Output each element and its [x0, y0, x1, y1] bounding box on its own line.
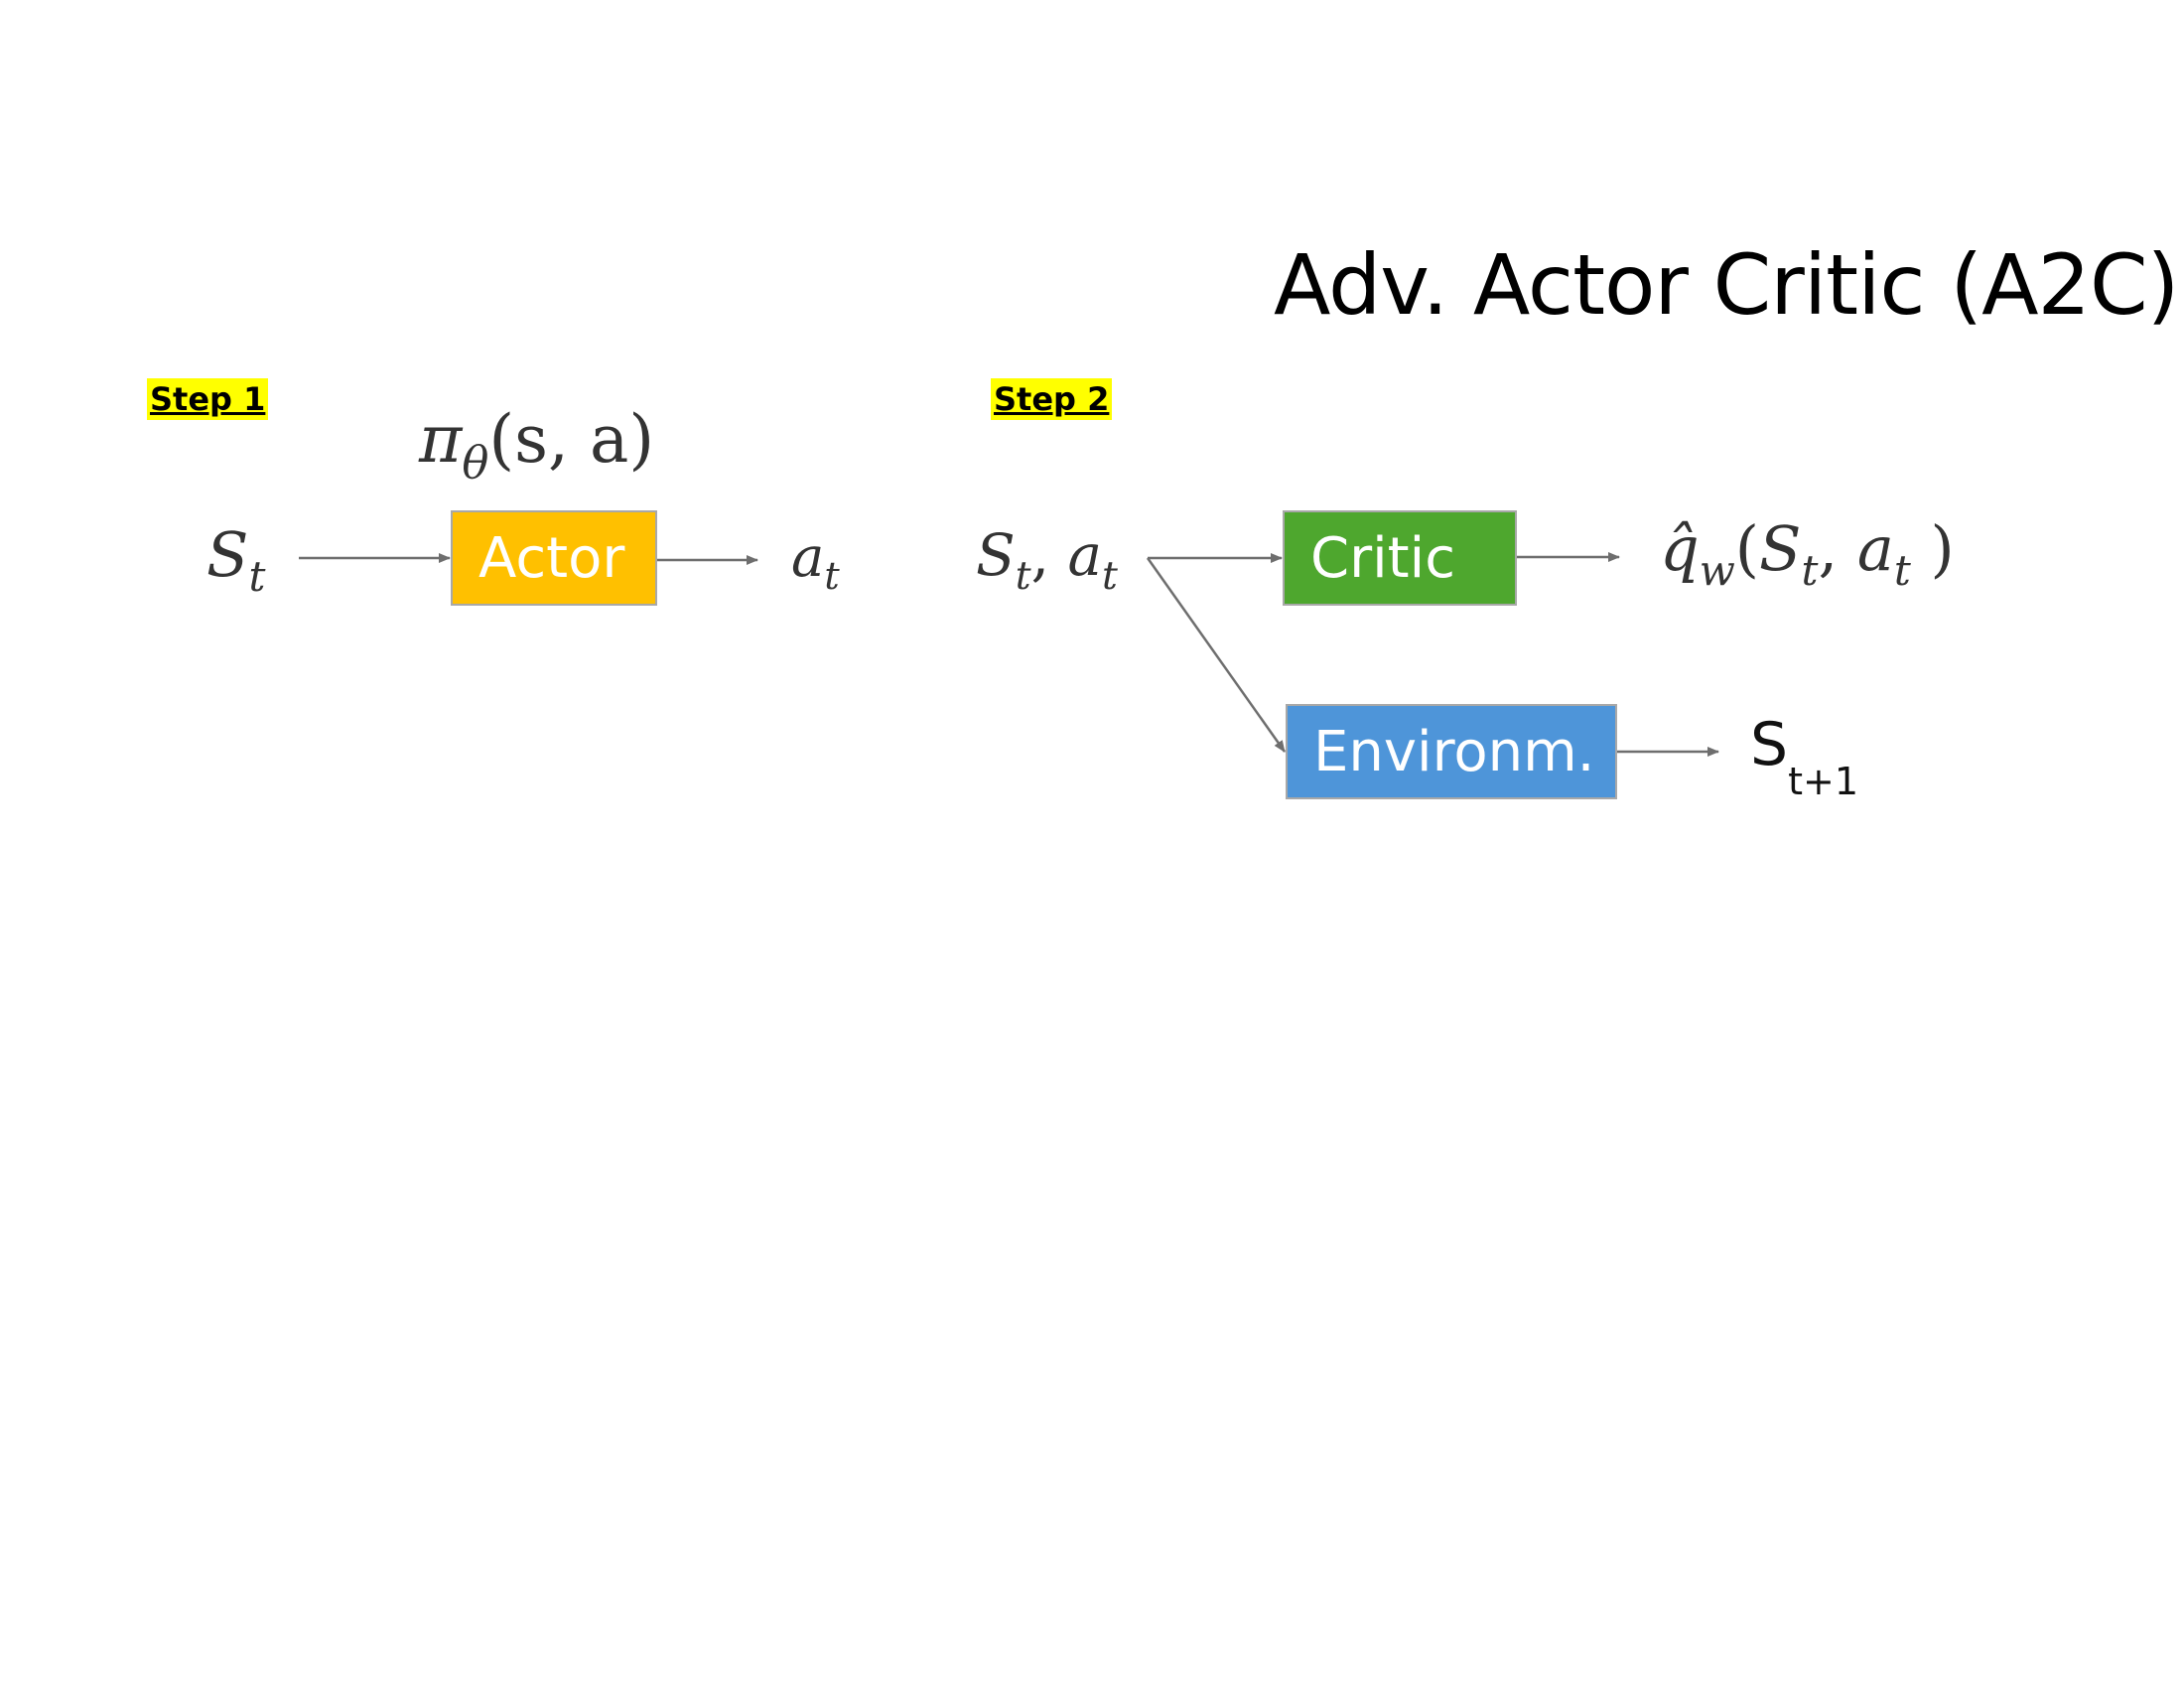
slide-title: Adv. Actor Critic (A2C) [1274, 236, 2179, 334]
step2-input-state-action: St, at [976, 526, 1118, 596]
next-state-symbol: S [1750, 710, 1789, 779]
arrow-input-to-environment [1146, 557, 1287, 753]
action-symbol: a [791, 525, 825, 590]
close-paren: ) [1930, 512, 1955, 585]
critic-box: Critic [1283, 510, 1517, 606]
actor-box: Actor [451, 510, 657, 606]
action-subscript: t [1893, 545, 1911, 595]
environment-box: Environm. [1286, 704, 1617, 799]
state-symbol: S [976, 521, 1016, 589]
action-symbol: a [1067, 521, 1103, 589]
next-state-subscript: t+1 [1788, 760, 1859, 803]
open-paren: ( [1734, 512, 1759, 585]
step1-input-state: St [206, 524, 265, 598]
actor-label: Actor [478, 525, 625, 591]
action-symbol: a [1856, 512, 1894, 585]
action-subscript: t [824, 554, 840, 599]
q-subscript: w [1699, 545, 1735, 595]
state-subscript: t [248, 551, 266, 601]
environment-label: Environm. [1313, 719, 1595, 784]
state-symbol: S [206, 518, 249, 591]
action-subscript: t [1102, 552, 1118, 599]
q-hat-symbol: q̂ [1660, 512, 1700, 585]
state-subscript: t [1015, 552, 1031, 599]
q-value-formula: q̂w(St, at ) [1660, 518, 1955, 592]
policy-symbol: π [419, 401, 463, 478]
step1-output-action: at [791, 530, 840, 596]
step-1-label: Step 1 [147, 378, 269, 420]
next-state: St+1 [1750, 715, 1858, 800]
separator: , [1818, 512, 1839, 585]
state-symbol: S [1759, 512, 1802, 585]
critic-label: Critic [1310, 525, 1455, 591]
policy-args: (s, a) [488, 401, 655, 478]
step-2-label: Step 2 [991, 378, 1113, 420]
state-subscript: t [1801, 545, 1819, 595]
policy-formula: πθ(s, a) [419, 407, 654, 485]
policy-subscript: θ [462, 435, 489, 489]
separator: , [1030, 521, 1050, 589]
